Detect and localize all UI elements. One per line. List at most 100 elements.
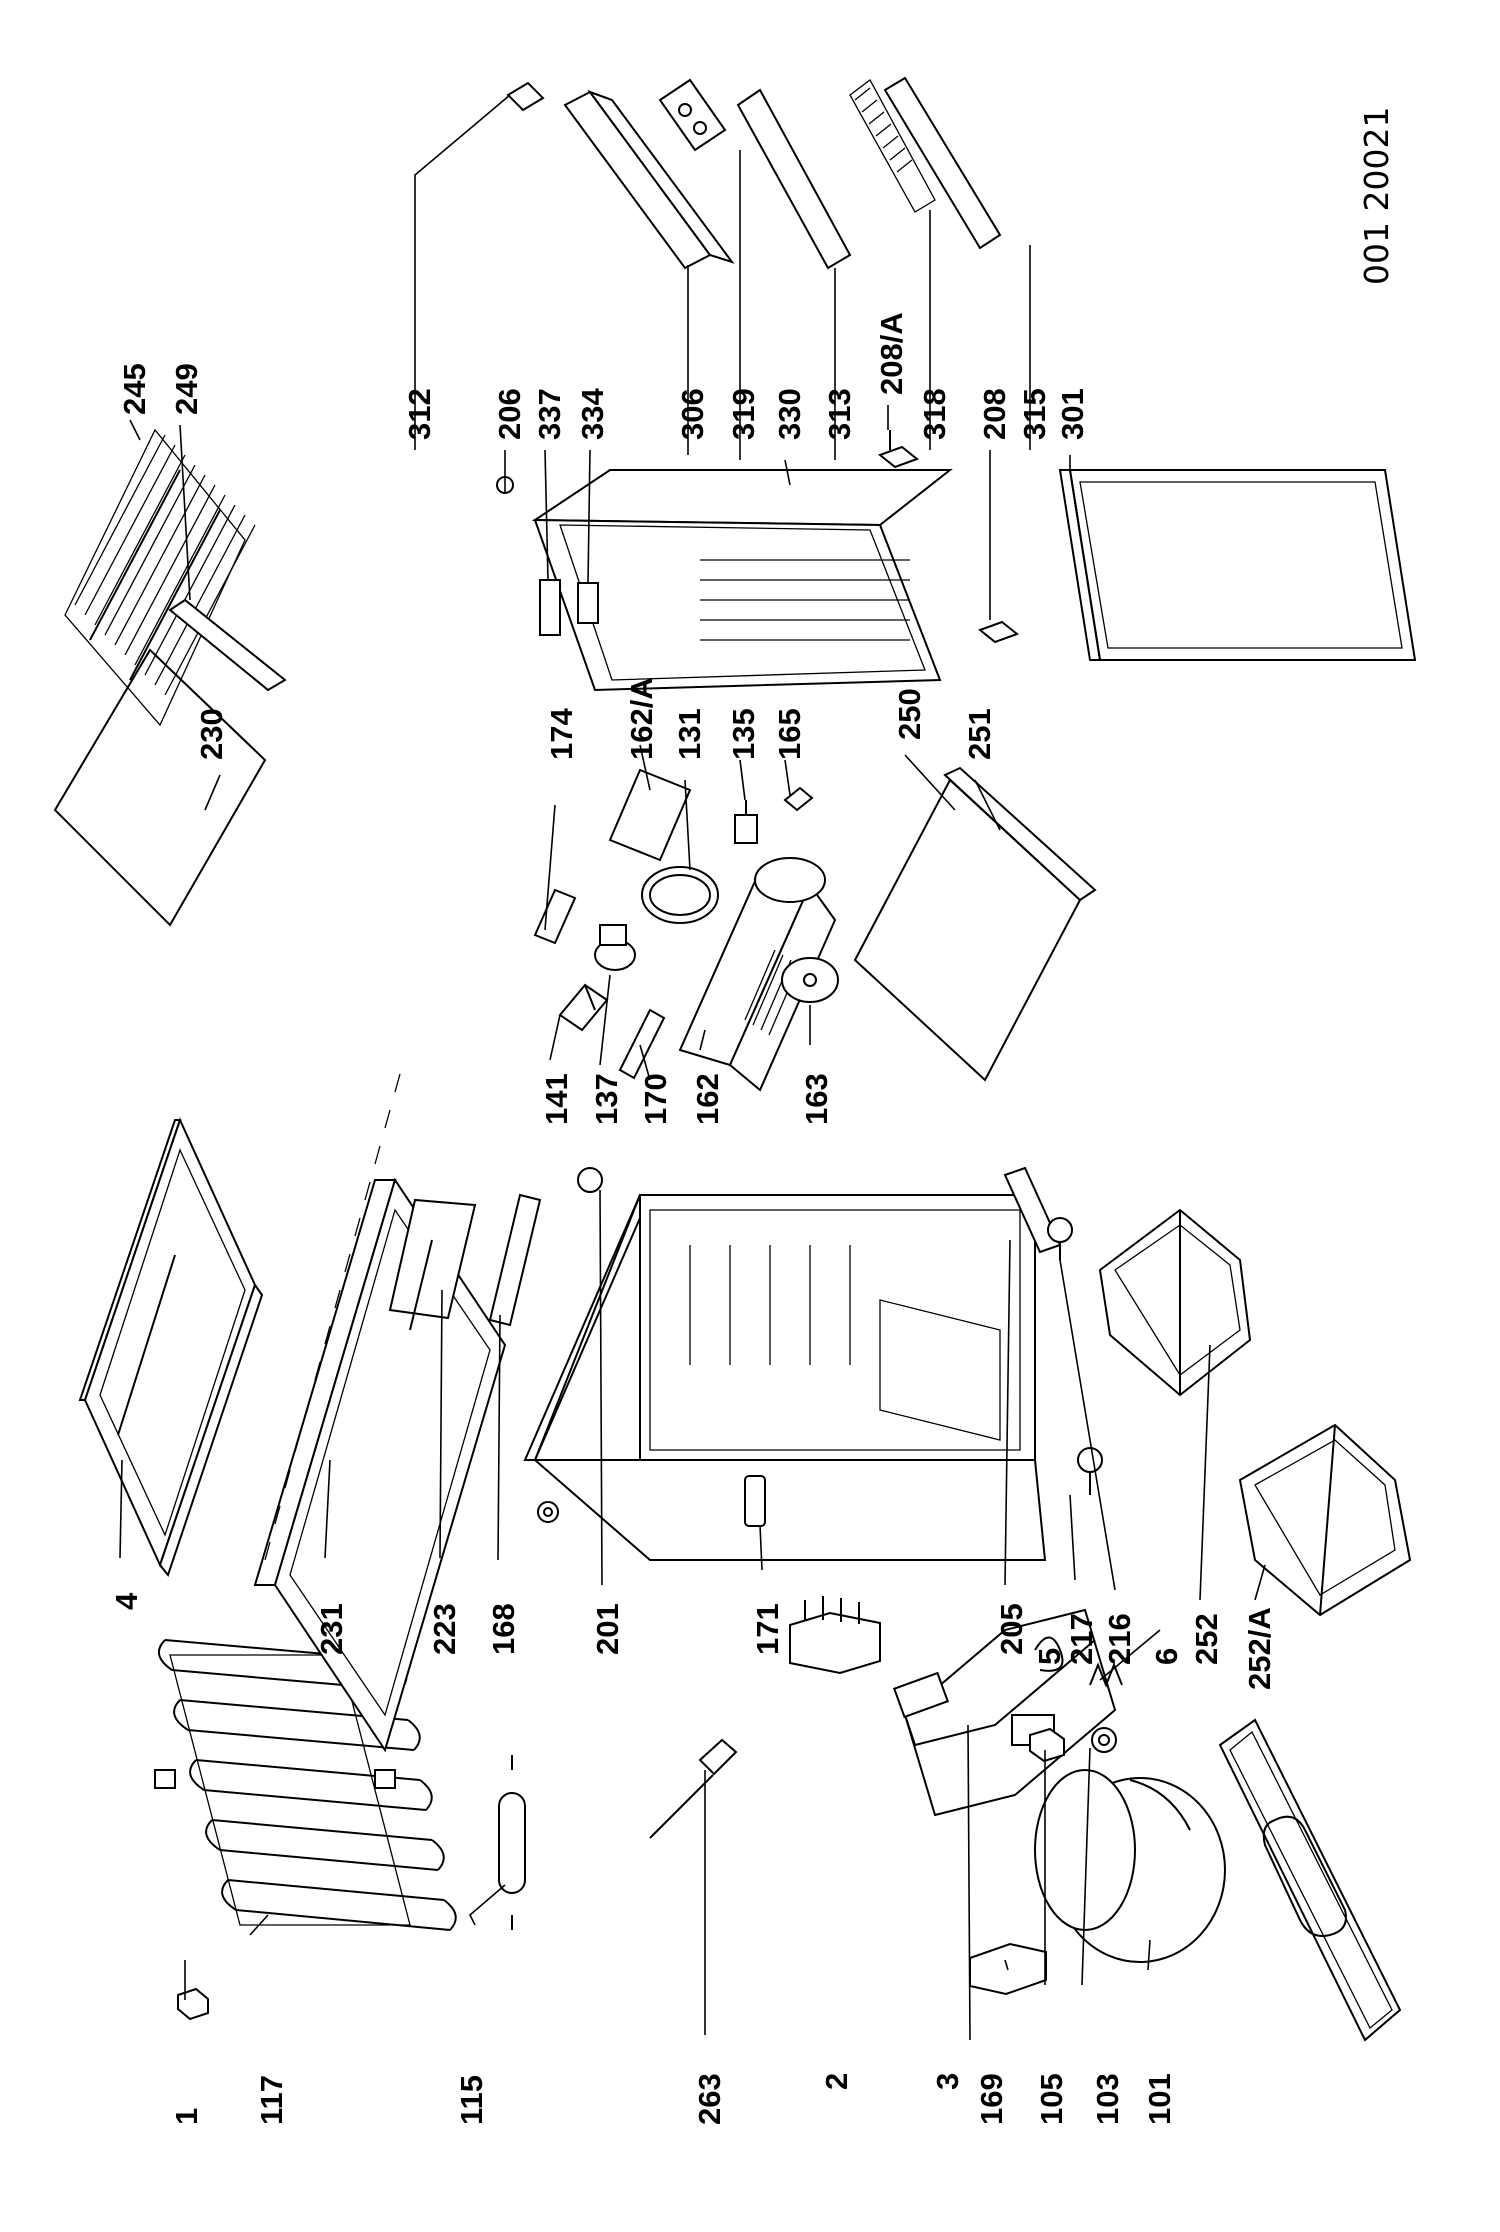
label-165: 165	[772, 708, 807, 760]
label-231: 231	[314, 1603, 349, 1655]
part-1-clip	[177, 1987, 209, 2021]
label-6: 6	[1149, 1648, 1184, 1665]
label-216: 216	[1102, 1613, 1137, 1665]
label-5: 5	[1032, 1648, 1067, 1665]
part-231-evaporator	[253, 1073, 507, 1753]
part-201-screw	[577, 1167, 603, 1193]
part-141-lamp	[558, 983, 609, 1032]
label-1: 1	[169, 2108, 204, 2125]
part-315-door-shelf	[883, 76, 1002, 250]
label-171: 171	[750, 1603, 785, 1655]
part-208a-hinge	[877, 430, 920, 469]
label-168: 168	[486, 1603, 521, 1655]
label-245: 245	[117, 363, 152, 415]
part-105-overload	[1029, 1727, 1065, 1763]
label-301: 301	[1055, 388, 1090, 440]
part-301-gasket	[1058, 469, 1417, 661]
part-337-334	[539, 579, 599, 636]
label-313: 313	[822, 388, 857, 440]
part-103-grommet	[1091, 1727, 1117, 1753]
label-141: 141	[539, 1073, 574, 1125]
label-306: 306	[675, 388, 710, 440]
label-252: 252	[1189, 1613, 1224, 1665]
part-4-door-panel	[78, 1117, 264, 1578]
part-313-door-shelf	[736, 88, 852, 270]
part-208-hinge	[977, 620, 1020, 644]
part-252-crisper	[1098, 1208, 1252, 1397]
part-249-trim	[168, 598, 287, 692]
part-170-clip	[618, 1008, 666, 1080]
part-174-label	[533, 888, 577, 945]
part-6-spring	[1089, 1662, 1123, 1688]
part-labels: 1 117 115 263 2 3 169 105 103 101 4 231 …	[109, 312, 1277, 2125]
label-330: 330	[772, 388, 807, 440]
part-250-glass-shelf	[853, 778, 1082, 1082]
label-208: 208	[977, 388, 1012, 440]
part-135-switch	[734, 800, 758, 844]
label-135: 135	[726, 708, 761, 760]
label-174: 174	[544, 708, 579, 760]
part-101-compressor	[1034, 1769, 1226, 1963]
cabinet	[523, 1194, 1047, 1561]
part-230-glass-shelf	[53, 648, 267, 927]
label-223: 223	[427, 1603, 462, 1655]
label-170: 170	[638, 1073, 673, 1125]
label-315: 315	[1017, 388, 1052, 440]
label-205: 205	[994, 1603, 1029, 1655]
label-4: 4	[109, 1592, 144, 1610]
label-318: 318	[917, 388, 952, 440]
part-223-flap	[388, 1198, 477, 1331]
label-163: 163	[799, 1073, 834, 1125]
part-319-egg-tray	[658, 78, 727, 152]
condenser-coil	[154, 1639, 457, 1931]
part-2-relay	[789, 1596, 881, 1675]
label-105: 105	[1034, 2073, 1069, 2125]
label-252a: 252/A	[1242, 1607, 1277, 1690]
part-306-door-shelf	[563, 89, 735, 270]
label-2: 2	[819, 2073, 854, 2090]
base-plate	[1218, 1718, 1402, 2042]
label-101: 101	[1142, 2073, 1177, 2125]
part-330-door-liner	[531, 469, 953, 692]
label-162a: 162/A	[624, 677, 659, 760]
part-165-plug	[783, 786, 814, 812]
label-319: 319	[726, 388, 761, 440]
label-162: 162	[690, 1073, 725, 1125]
part-318-retainer	[849, 79, 936, 213]
label-251: 251	[962, 708, 997, 760]
part-312-knob	[506, 81, 545, 112]
part-168-bar	[488, 1193, 542, 1327]
label-131: 131	[672, 708, 707, 760]
part-162a-bracket	[608, 768, 692, 862]
label-249: 249	[169, 363, 204, 415]
label-103: 103	[1090, 2073, 1125, 2125]
part-171-badge	[744, 1475, 766, 1527]
label-217: 217	[1064, 1613, 1099, 1665]
label-169: 169	[974, 2073, 1009, 2125]
label-334: 334	[575, 388, 610, 440]
label-115: 115	[454, 2075, 489, 2125]
part-217-foot	[1077, 1447, 1103, 1495]
part-115-drier	[498, 1755, 526, 1930]
part-251-trim	[943, 766, 1097, 902]
label-3: 3	[930, 2073, 965, 2090]
leader-lines	[119, 94, 1266, 2041]
label-250: 250	[892, 688, 927, 740]
label-208a: 208/A	[874, 312, 909, 395]
label-312: 312	[402, 388, 437, 440]
part-5-hook	[1034, 1636, 1064, 1672]
label-206: 206	[492, 388, 527, 440]
part-216-foot	[1047, 1217, 1073, 1260]
label-337: 337	[532, 388, 567, 440]
label-137: 137	[589, 1073, 624, 1125]
label-263: 263	[692, 2073, 727, 2125]
small-nut	[537, 1501, 559, 1523]
label-201: 201	[590, 1603, 625, 1655]
label-230: 230	[194, 708, 229, 760]
label-117: 117	[254, 2075, 289, 2125]
part-137-knob	[594, 924, 636, 971]
part-263-thermostat	[649, 1738, 738, 1839]
part-252a-crisper	[1238, 1423, 1412, 1617]
part-163-cover	[781, 957, 839, 1003]
